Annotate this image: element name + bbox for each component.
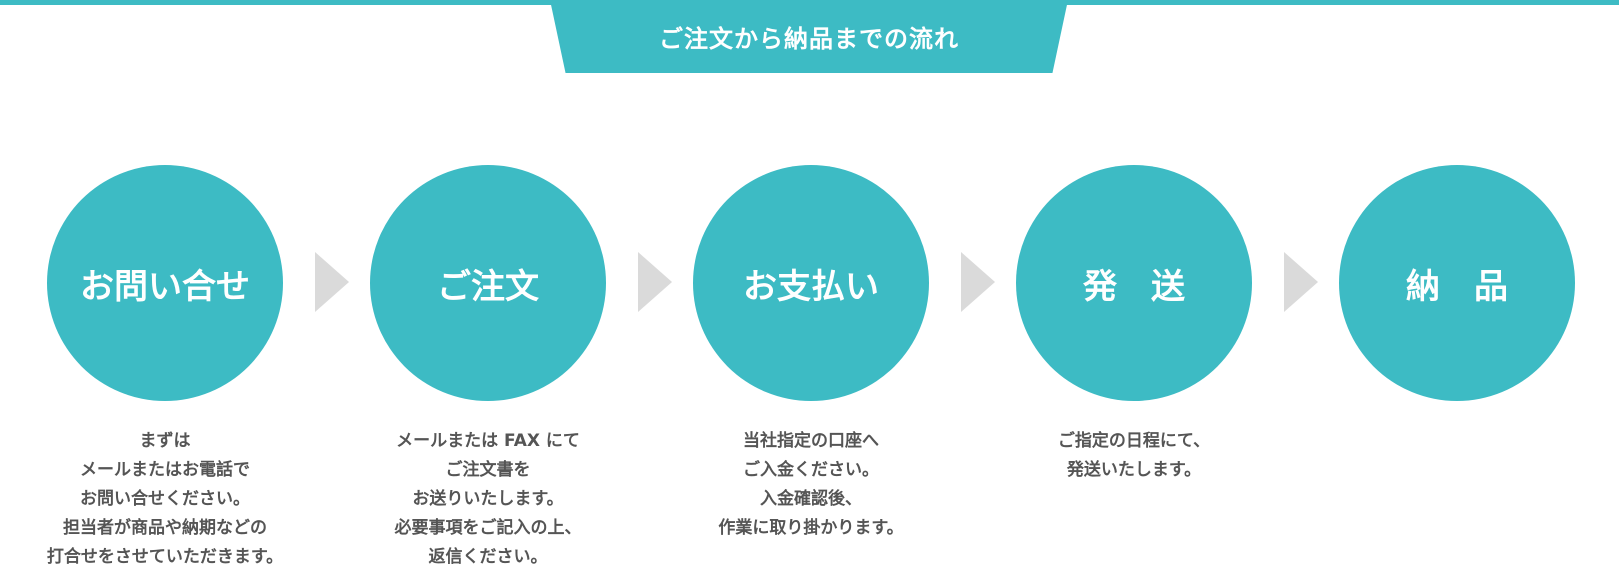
step-label: 納 品 <box>1406 266 1508 307</box>
step-inquiry: お問い合せ まずは メールまたはお電話で お問い合せください。 担当者が商品や納… <box>47 165 283 567</box>
desc-line: 担当者が商品や納期などの <box>63 518 267 538</box>
step-description: まずは メールまたはお電話で お問い合せください。 担当者が商品や納期などの 打… <box>0 427 343 572</box>
step-order: ご注文 メールまたは FAX にて ご注文書を お送りいたします。 必要事項をご… <box>370 165 606 567</box>
desc-line: 返信ください。 <box>428 547 548 567</box>
flow-title: ご注文から納品までの流れ <box>659 25 959 53</box>
desc-line: まずは <box>139 431 191 451</box>
desc-line: 必要事項をご記入の上、 <box>394 518 582 538</box>
desc-line: お問い合せください。 <box>80 489 250 509</box>
step-label: ご注文 <box>437 266 539 307</box>
desc-line: 作業に取り掛かります。 <box>718 518 904 538</box>
step-description: メールまたは FAX にて ご注文書を お送りいたします。 必要事項をご記入の上… <box>310 427 666 572</box>
step-shipping: 発 送 ご指定の日程にて、 発送いたします。 <box>1016 165 1252 480</box>
desc-line: 当社指定の口座へ <box>743 431 879 451</box>
desc-line: メールまたはお電話で <box>80 460 250 480</box>
step-payment: お支払い 当社指定の口座へ ご入金ください。 入金確認後、 作業に取り掛かります… <box>693 165 929 538</box>
arrow-right-icon <box>315 252 349 312</box>
step-circle: ご注文 <box>370 165 606 401</box>
step-circle: お支払い <box>693 165 929 401</box>
arrow-right-icon <box>961 252 995 312</box>
desc-line: メールまたは FAX にて <box>396 431 580 451</box>
desc-line: ご入金ください。 <box>743 460 879 480</box>
desc-line: お送りいたします。 <box>412 489 564 509</box>
desc-line: 入金確認後、 <box>760 489 862 509</box>
desc-line: ご注文書を <box>445 460 531 480</box>
step-circle: 発 送 <box>1016 165 1252 401</box>
step-description: ご指定の日程にて、 発送いたします。 <box>956 427 1312 485</box>
arrow-right-icon <box>1284 252 1318 312</box>
desc-line: ご指定の日程にて、 <box>1057 431 1211 451</box>
step-label: お支払い <box>743 266 879 307</box>
step-circle: お問い合せ <box>47 165 283 401</box>
step-label: お問い合せ <box>80 266 250 307</box>
step-delivery: 納 品 <box>1339 165 1575 401</box>
arrow-right-icon <box>638 252 672 312</box>
step-description: 当社指定の口座へ ご入金ください。 入金確認後、 作業に取り掛かります。 <box>633 427 989 543</box>
desc-line: 発送いたします。 <box>1066 460 1202 480</box>
title-banner: ご注文から納品までの流れ <box>550 0 1068 73</box>
step-circle: 納 品 <box>1339 165 1575 401</box>
step-label: 発 送 <box>1083 266 1185 307</box>
desc-line: 打合せをさせていただきます。 <box>46 547 284 567</box>
